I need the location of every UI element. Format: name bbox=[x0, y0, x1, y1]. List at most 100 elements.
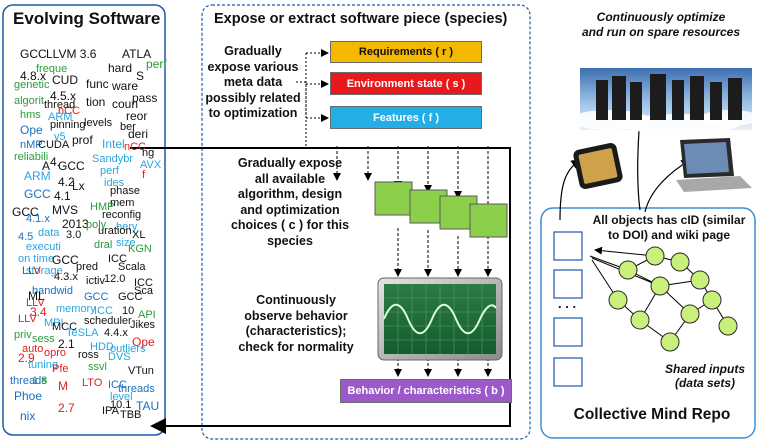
word-cloud-term: 3.0 bbox=[66, 229, 82, 241]
word-cloud-term: dral bbox=[94, 239, 113, 251]
word-cloud-term: ML bbox=[28, 289, 45, 303]
word-cloud-term: GCC bbox=[84, 291, 109, 303]
word-cloud-term: 4.5.x bbox=[50, 89, 77, 103]
word-cloud-term: CUD bbox=[52, 73, 78, 87]
word-cloud-term: levels bbox=[84, 117, 113, 129]
word-cloud-term: poly bbox=[86, 219, 107, 231]
word-cloud-term: ware bbox=[112, 79, 139, 93]
word-cloud-term: coun bbox=[112, 97, 139, 111]
word-cloud-term: data bbox=[38, 227, 60, 239]
word-cloud-term: ARM bbox=[48, 111, 73, 123]
word-cloud-term: ng bbox=[142, 147, 155, 159]
word-cloud-term: GCC bbox=[52, 253, 79, 267]
word-cloud-term: 4.4.x bbox=[104, 327, 128, 339]
word-cloud-term: reor bbox=[126, 109, 148, 123]
choice-dashed-lines bbox=[333, 146, 492, 377]
word-cloud-term: nCC bbox=[124, 141, 147, 153]
features-label: Features ( f ) bbox=[372, 111, 439, 124]
observe-description: Continuously observe behavior (character… bbox=[238, 293, 354, 354]
word-cloud-term: MVS bbox=[52, 203, 79, 217]
behavior-box: Behavior / characteristics ( b ) bbox=[340, 379, 512, 403]
requirements-box: Requirements ( r ) bbox=[330, 41, 482, 63]
word-cloud-term: GCC bbox=[20, 47, 47, 61]
word-cloud-term: executi bbox=[26, 241, 61, 253]
environment-state-label: Environment state ( s ) bbox=[346, 77, 466, 90]
word-cloud-term: 4.1 bbox=[54, 189, 71, 203]
word-cloud-term: ICC bbox=[108, 253, 127, 265]
word-cloud-term: 3.4 bbox=[30, 305, 47, 319]
word-cloud-term: tion bbox=[86, 95, 106, 109]
word-cloud-term: XL bbox=[132, 229, 146, 241]
requirements-label: Requirements ( r ) bbox=[358, 46, 454, 58]
repo-object-1 bbox=[553, 231, 583, 261]
word-cloud-term: tuning bbox=[28, 359, 58, 371]
repo-ellipsis: . . . bbox=[558, 296, 577, 311]
word-cloud-term: 4.5 bbox=[18, 231, 34, 243]
word-cloud-term: 4.8.x bbox=[20, 69, 47, 83]
metadata-arrows bbox=[296, 49, 329, 146]
smartphone-icon bbox=[573, 142, 623, 190]
word-cloud-term: Sandybr bbox=[92, 153, 133, 165]
word-cloud-term: 2.7 bbox=[58, 401, 75, 415]
word-cloud-term: LLV bbox=[22, 265, 41, 277]
choice-box-4 bbox=[469, 203, 508, 238]
word-cloud-term: memory bbox=[56, 303, 96, 315]
word-cloud-term: LLV bbox=[18, 313, 37, 325]
word-cloud-term: storage bbox=[26, 265, 63, 277]
repo-graph-nodes bbox=[608, 246, 738, 352]
word-cloud-term: v5 bbox=[54, 131, 66, 143]
features-box: Features ( f ) bbox=[330, 106, 482, 129]
word-cloud-term: pred bbox=[76, 261, 99, 273]
word-cloud-term: Scala bbox=[118, 261, 146, 273]
word-cloud-term: 1.8 bbox=[32, 375, 48, 387]
word-cloud-term: freque bbox=[36, 63, 68, 75]
word-cloud-term: hery bbox=[116, 221, 138, 233]
word-cloud-term: reconfig bbox=[102, 209, 142, 221]
word-cloud-term: perf bbox=[100, 165, 119, 177]
word-cloud-term: pinning bbox=[50, 119, 86, 131]
word-cloud-term: ssvl bbox=[88, 361, 107, 373]
word-cloud-term: prof bbox=[72, 133, 93, 147]
word-cloud-term: 2013 bbox=[62, 217, 89, 231]
word-cloud-term: 4. bbox=[50, 155, 61, 169]
word-cloud-term: genetic bbox=[14, 79, 50, 91]
word-cloud-term: Intel bbox=[102, 137, 125, 151]
word-cloud-term: IPA bbox=[102, 405, 119, 417]
choice-boxes bbox=[374, 181, 508, 238]
word-cloud-term: LLVM 3.6 bbox=[46, 47, 97, 61]
metadata-description: Gradually expose various meta data possi… bbox=[205, 44, 301, 120]
left-panel-title: Evolving Software bbox=[13, 9, 161, 28]
laptop-icon bbox=[676, 138, 752, 192]
environment-state-box: Environment state ( s ) bbox=[330, 72, 482, 95]
word-cloud-term: GCC bbox=[12, 205, 39, 219]
word-cloud-term: bandwid bbox=[32, 285, 73, 297]
word-cloud-term: ross bbox=[78, 349, 99, 361]
word-cloud-term: ICC bbox=[108, 379, 127, 391]
word-cloud-term: 4.2 bbox=[58, 175, 75, 189]
word-cloud-term: ICC bbox=[134, 277, 153, 289]
word-cloud-term: GCC bbox=[58, 159, 85, 173]
left-panel-border bbox=[2, 4, 166, 436]
choices-description: Gradually expose all available algorithm… bbox=[230, 156, 350, 248]
word-cloud-term: reliabili bbox=[14, 151, 49, 163]
word-cloud-term: Ope bbox=[132, 335, 155, 349]
cloud-servers-image bbox=[570, 68, 760, 134]
word-cloud-term: priv bbox=[14, 329, 32, 341]
word-cloud-term: TAU bbox=[136, 399, 160, 413]
word-cloud-term: auto bbox=[22, 343, 44, 355]
word-cloud-term: GCC bbox=[24, 187, 51, 201]
word-cloud-term: opro bbox=[44, 347, 67, 359]
word-cloud-term: Ope bbox=[20, 123, 43, 137]
cloud-caption: Continuously optimize and run on spare r… bbox=[581, 10, 741, 39]
word-cloud-term: uration bbox=[98, 225, 132, 237]
word-cloud-term: 10 bbox=[122, 305, 135, 317]
word-cloud-term: 10.1 bbox=[110, 399, 132, 411]
word-cloud-term: pass bbox=[132, 91, 158, 105]
word-cloud-term: MPI bbox=[44, 317, 64, 329]
word-cloud-term: algorit bbox=[14, 95, 44, 107]
word-cloud-term: TBB bbox=[120, 409, 142, 421]
word-cloud-term: 4.1.x bbox=[26, 213, 50, 225]
word-cloud-term: 2.1 bbox=[58, 337, 75, 351]
word-cloud-term: phase bbox=[110, 185, 140, 197]
word-cloud-term: ATLA bbox=[122, 47, 152, 61]
